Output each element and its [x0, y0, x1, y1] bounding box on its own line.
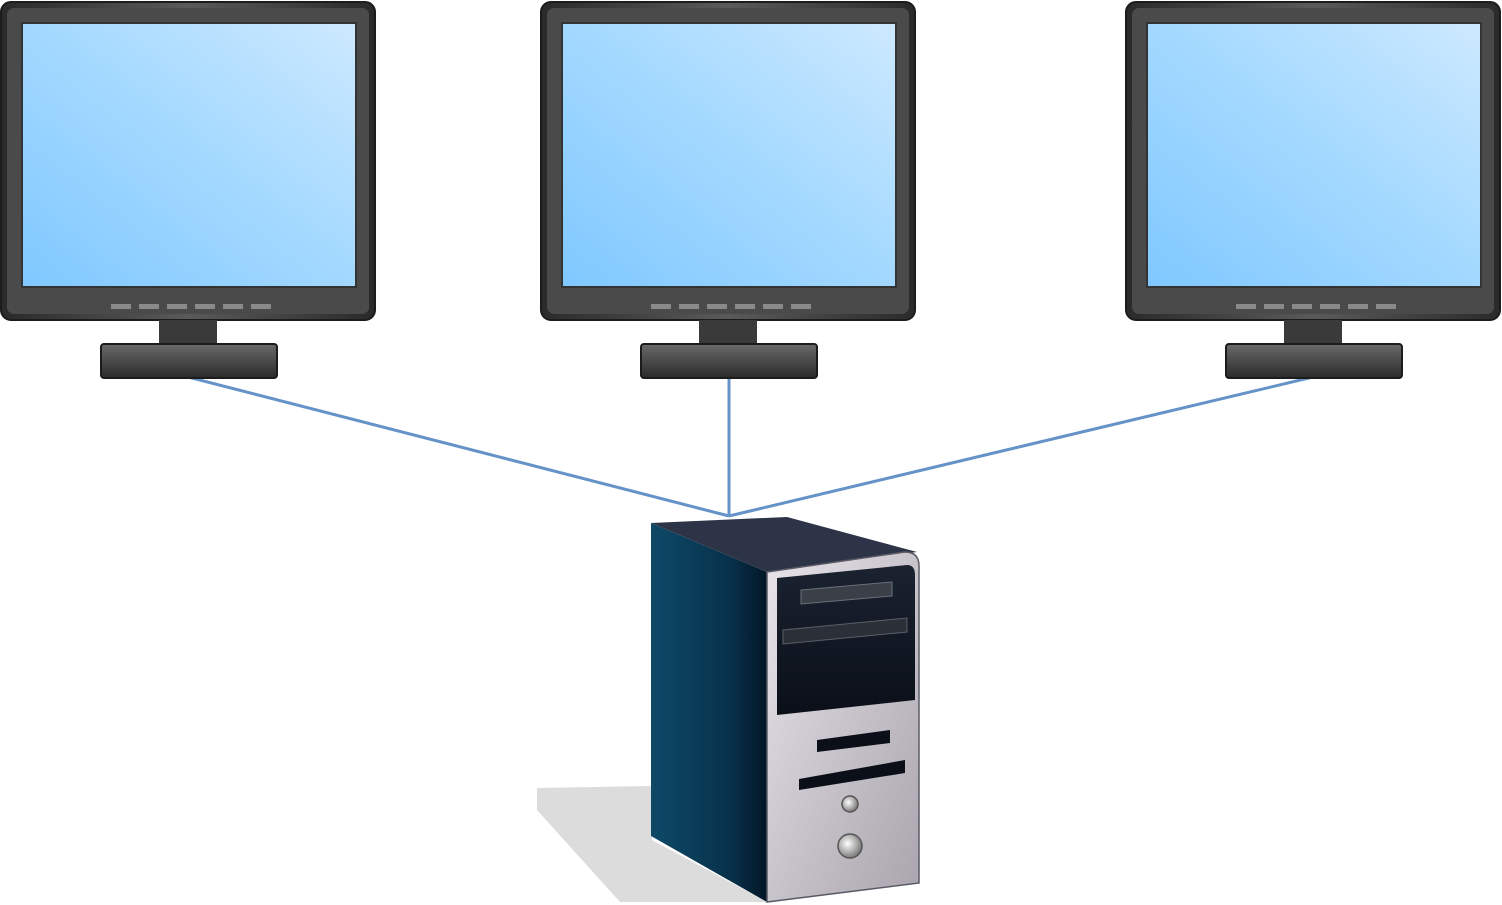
connection-right — [728, 375, 1314, 518]
connection-lines — [187, 375, 1314, 518]
front-slot-1 — [817, 730, 890, 752]
monitor-left-icon — [0, 1, 376, 379]
monitor-center-icon — [540, 1, 916, 379]
tower-top-panel — [651, 517, 917, 572]
optical-drive-1 — [800, 581, 893, 605]
tower-shadow — [537, 786, 767, 902]
tower-side-panel — [651, 523, 767, 902]
reset-button — [841, 795, 859, 813]
connection-left — [187, 375, 730, 518]
optical-drive-2 — [782, 617, 908, 645]
front-slot-2 — [799, 760, 905, 790]
monitor-right-icon — [1125, 1, 1501, 379]
computer-tower-icon — [537, 517, 920, 903]
power-button — [837, 833, 863, 859]
